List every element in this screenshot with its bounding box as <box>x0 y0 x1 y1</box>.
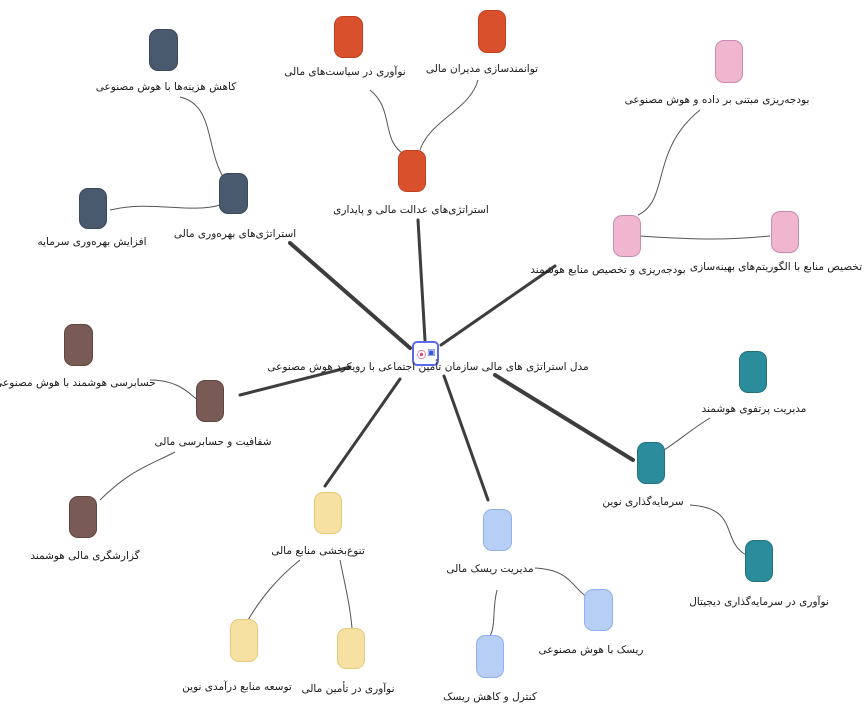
branch-label-diversification: تنوع‌بخشی منابع مالی <box>271 544 365 557</box>
branch-label-risk: مدیریت ریسک مالی <box>446 562 534 575</box>
edge-center-equity <box>416 218 427 342</box>
branch-node-productivity[interactable] <box>219 173 248 214</box>
center-brain-chip-icon[interactable]: ⦿ ▣ <box>412 341 439 366</box>
edge-productivity-cost <box>179 96 226 181</box>
leaf-node-data-budgeting[interactable] <box>715 40 743 83</box>
edge-div-revenue <box>247 559 301 621</box>
leaf-label-finance-innovation: نوآوری در تأمین مالی <box>301 682 395 695</box>
leaf-node-capital-productivity[interactable] <box>79 188 107 229</box>
edge-center-risk <box>442 374 490 502</box>
edge-risk-control <box>489 589 498 637</box>
branch-label-productivity: استراتژی‌های بهره‌وری مالی <box>173 227 297 240</box>
leaf-label-portfolio: مدیریت پرتفوی هوشمند <box>701 402 807 415</box>
leaf-label-optimization-allocation: تخصیص منابع با الگوریتم‌های بهینه‌سازی <box>689 260 863 273</box>
branch-node-equity[interactable] <box>398 150 426 192</box>
leaf-node-manager-empowerment[interactable] <box>478 10 506 53</box>
edge-center-diversification <box>323 377 402 488</box>
leaf-node-revenue-sources[interactable] <box>230 619 258 662</box>
leaf-label-policy-innovation: نوآوری در سیاست‌های مالی <box>284 65 406 78</box>
leaf-node-portfolio[interactable] <box>739 351 767 393</box>
branch-node-diversification[interactable] <box>314 492 342 534</box>
edge-investment-portfolio <box>663 417 711 451</box>
branch-label-transparency: شفافیت و حسابرسی مالی <box>154 435 272 448</box>
edge-transp-reporting <box>99 451 176 501</box>
edge-center-budgeting <box>439 264 557 347</box>
leaf-node-digital-investment[interactable] <box>745 540 773 582</box>
edge-center-transparency <box>238 365 352 397</box>
branch-label-equity: استراتژی‌های عدالت مالی و پایداری <box>333 203 489 216</box>
edge-budget-data <box>637 109 701 216</box>
leaf-label-cost-reduction: کاهش هزینه‌ها با هوش مصنوعی <box>95 80 237 93</box>
edge-div-finance <box>339 559 353 629</box>
leaf-node-cost-reduction[interactable] <box>149 29 178 71</box>
edge-productivity-capital <box>109 204 221 211</box>
leaf-node-risk-control[interactable] <box>476 635 504 678</box>
branch-node-transparency[interactable] <box>196 380 224 422</box>
edge-center-productivity <box>288 241 412 350</box>
leaf-node-smart-audit[interactable] <box>64 324 93 366</box>
leaf-node-policy-innovation[interactable] <box>334 16 363 58</box>
leaf-label-ai-risk: ریسک با هوش مصنوعی <box>538 643 644 656</box>
leaf-node-ai-risk[interactable] <box>584 589 613 631</box>
brain-half-icon: ⦿ <box>417 351 427 361</box>
leaf-label-risk-control: کنترل و کاهش ریسک <box>443 690 537 703</box>
leaf-label-manager-empowerment: توانمندسازی مدیران مالی <box>425 62 539 75</box>
branch-label-budgeting: بودجه‌ریزی و تخصیص منابع هوشمند <box>530 263 686 276</box>
center-title: مدل استراتژی های مالی سازمان تأمین اجتما… <box>267 360 589 373</box>
leaf-label-smart-reporting: گزارشگری مالی هوشمند <box>30 549 140 562</box>
edge-center-investment <box>493 373 635 462</box>
leaf-label-capital-productivity: افزایش بهره‌وری سرمایه <box>37 235 147 248</box>
edge-equity-policy <box>369 89 406 156</box>
edge-equity-managers <box>419 79 479 151</box>
leaf-node-smart-reporting[interactable] <box>69 496 97 538</box>
edge-transp-audit <box>149 379 199 401</box>
edge-budget-optimization <box>639 235 771 240</box>
edge-investment-digital <box>689 504 747 556</box>
branch-node-risk[interactable] <box>483 509 512 551</box>
leaf-node-finance-innovation[interactable] <box>337 628 365 669</box>
leaf-label-smart-audit: حسابرسی هوشمند با هوش مصنوعی <box>0 376 156 389</box>
edge-risk-ai <box>534 567 589 599</box>
branch-label-investment: سرمایه‌گذاری نوین <box>602 495 684 508</box>
leaf-label-digital-investment: نوآوری در سرمایه‌گذاری دیجیتال <box>689 595 829 608</box>
branch-node-budgeting[interactable] <box>613 215 641 257</box>
leaf-label-data-budgeting: بودجه‌ریزی مبتنی بر داده و هوش مصنوعی <box>624 93 810 106</box>
chip-half-icon: ▣ <box>427 348 436 358</box>
branch-node-investment[interactable] <box>637 442 665 484</box>
leaf-node-optimization-allocation[interactable] <box>771 211 799 253</box>
leaf-label-revenue-sources: توسعه منابع درآمدی نوین <box>182 680 292 693</box>
